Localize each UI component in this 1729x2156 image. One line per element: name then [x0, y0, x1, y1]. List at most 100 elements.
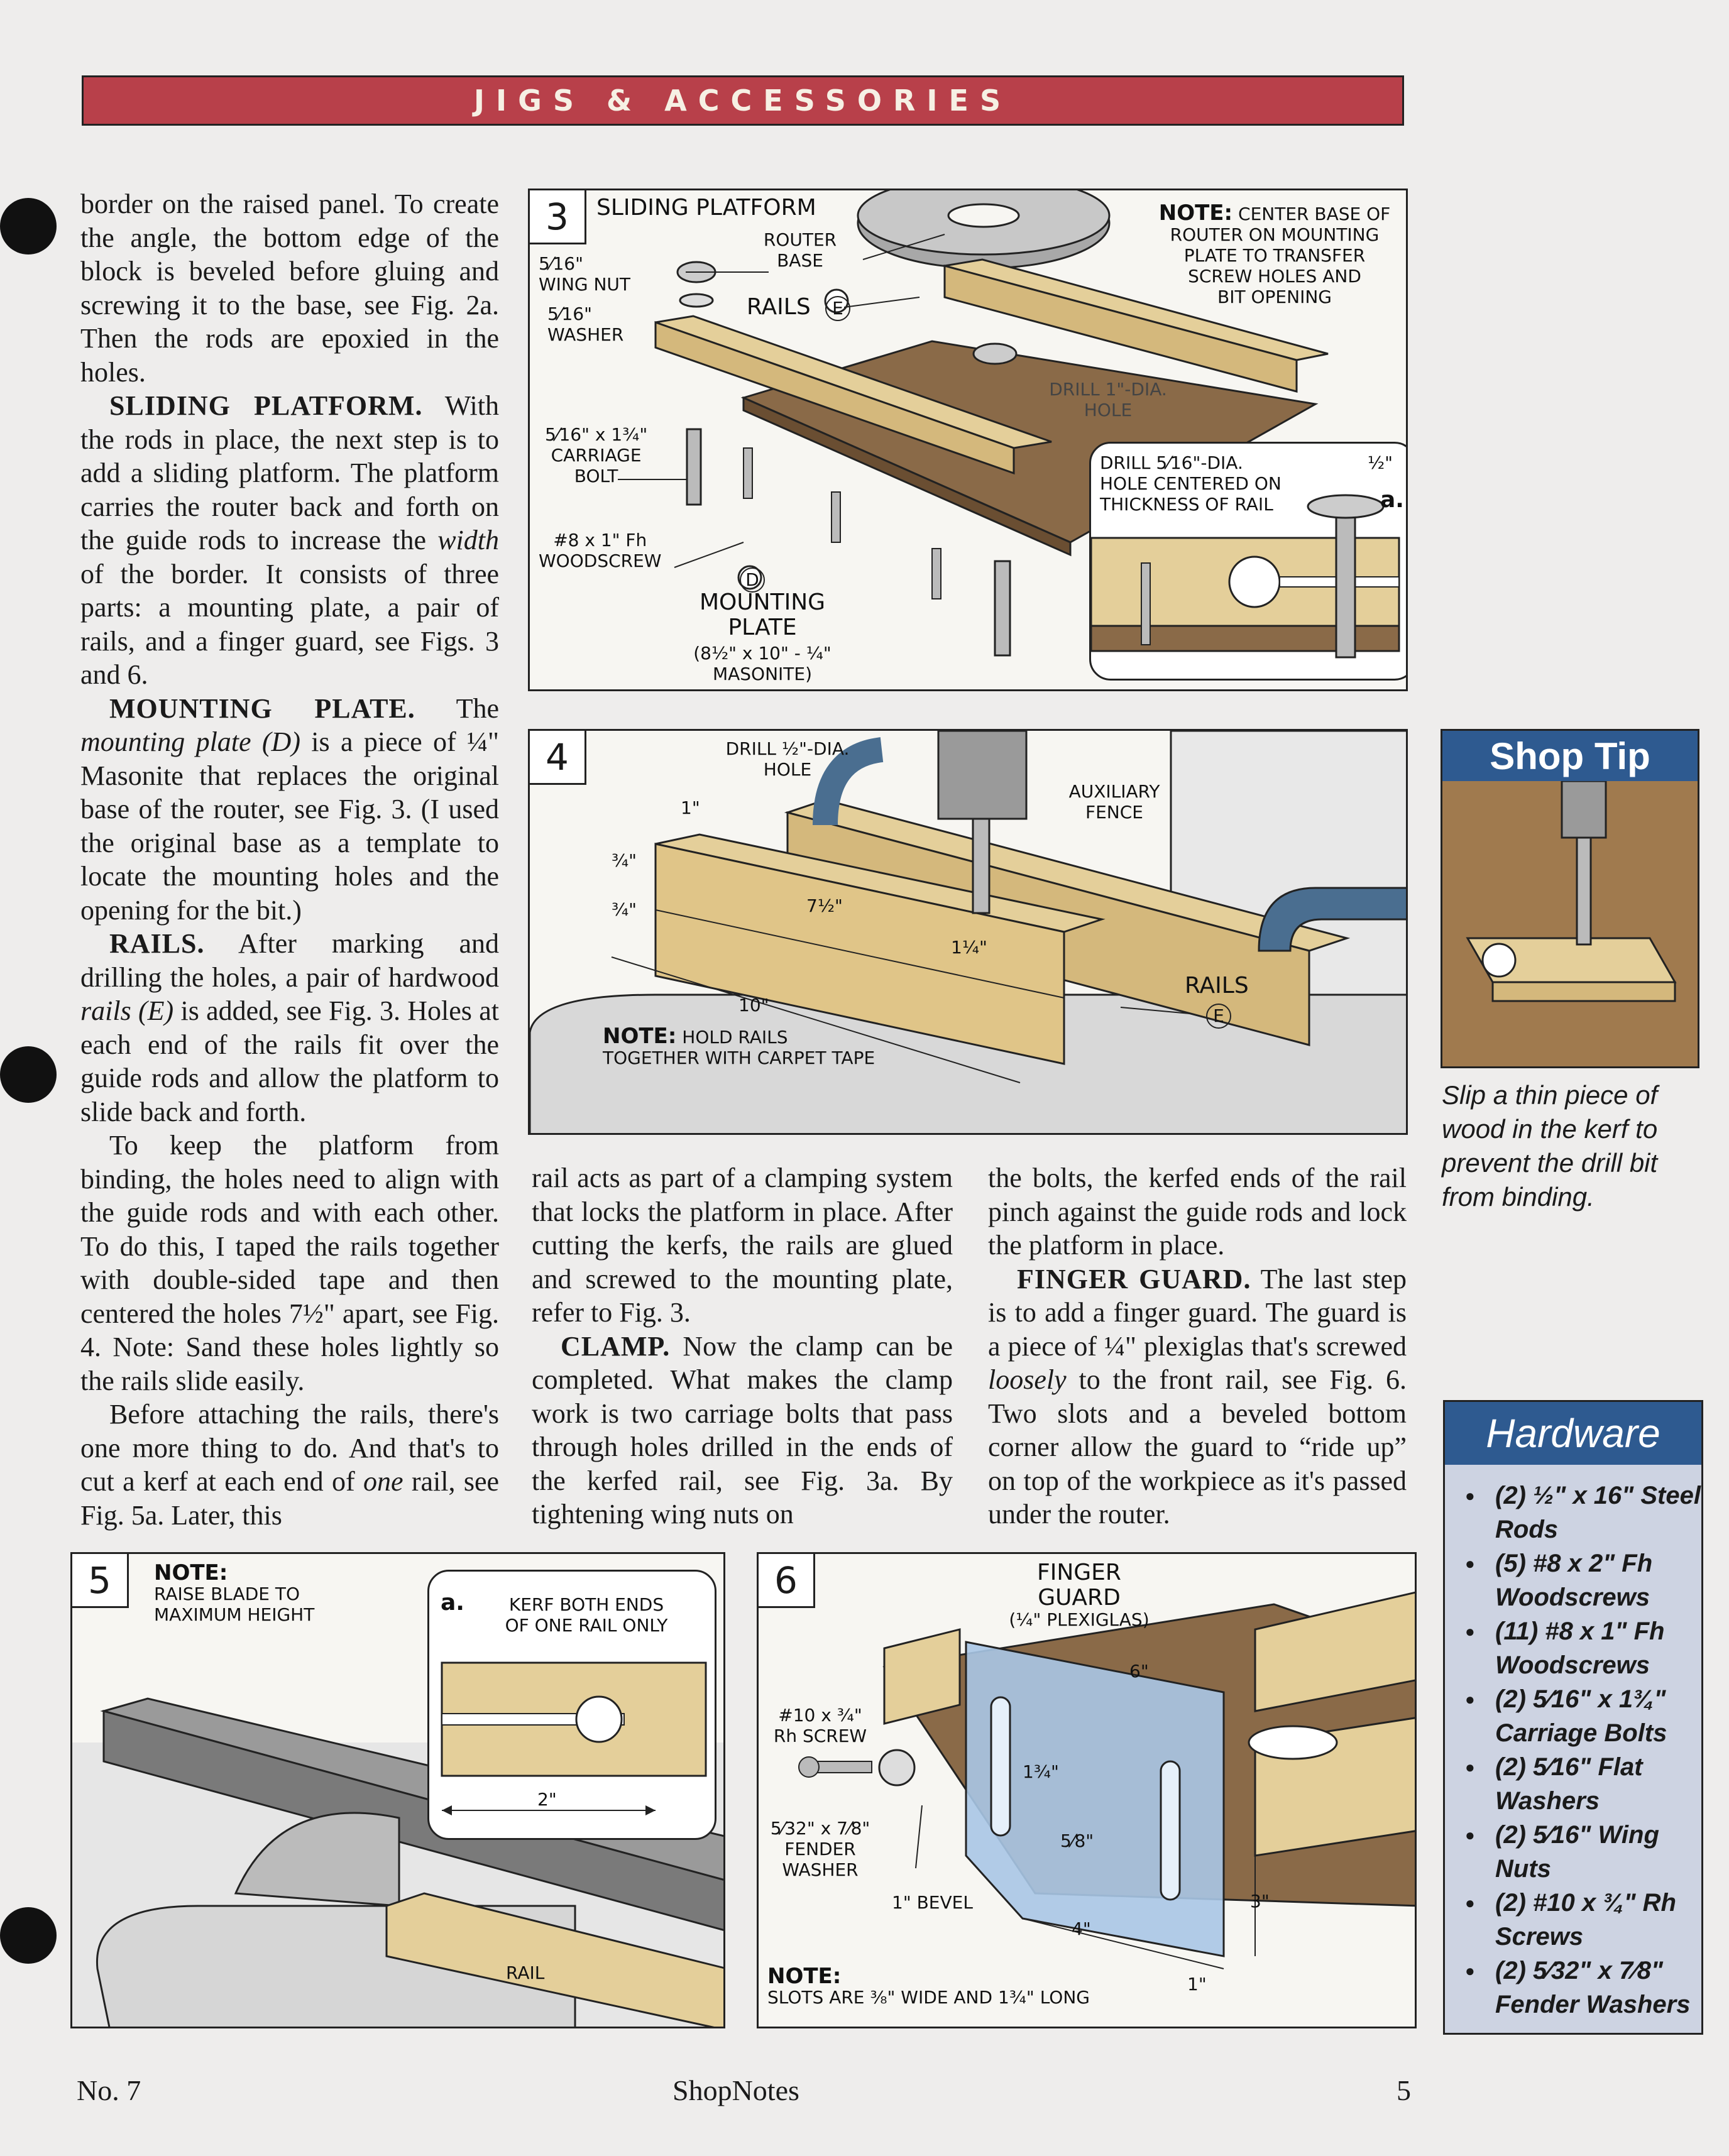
- drill-chuck: [937, 731, 1028, 820]
- plate-part-letter: D: [740, 567, 765, 593]
- hardware-item: (5) #8 x 2" Fh Woodscrews: [1465, 1546, 1701, 1614]
- figure-6-illustration: [798, 1591, 1415, 1969]
- note-head: NOTE:: [603, 1024, 677, 1049]
- dimension-1-1-4in: 1¼": [951, 937, 987, 958]
- drill-bit: [972, 818, 991, 914]
- hardware-item: (2) ½" x 16" Steel Rods: [1465, 1479, 1701, 1546]
- text-run: one: [363, 1466, 403, 1497]
- dimension-1in: 1": [1187, 1974, 1207, 1995]
- woodscrew: [931, 548, 941, 599]
- hardware-item: (2) #10 x ¾" Rh Screws: [1465, 1886, 1701, 1954]
- dimension-4in: 4": [1072, 1918, 1091, 1939]
- section-header-bar: JIGS & ACCESSORIES: [82, 75, 1404, 126]
- subhead: CLAMP.: [561, 1330, 671, 1362]
- text-run: width: [437, 525, 499, 555]
- washer: [679, 293, 714, 308]
- note-label: NOTE: SLOTS ARE ⅜" WIDE AND 1¾" LONG: [767, 1966, 1090, 2008]
- figure-title: SLIDING PLATFORM: [596, 195, 816, 221]
- paragraph: MOUNTING PLATE. The mounting plate (D) i…: [80, 692, 499, 928]
- inset-kerf-label: KERF BOTH ENDS OF ONE RAIL ONLY: [505, 1594, 668, 1636]
- text-column-3: the bolts, the kerfed ends of the rail p…: [988, 1161, 1407, 1531]
- note-text: HOLD RAILS TOGETHER WITH CARPET TAPE: [603, 1027, 875, 1068]
- auxiliary-fence-label: AUXILIARY FENCE: [1068, 781, 1160, 823]
- drill-hole-label: DRILL ½"-DIA. HOLE: [725, 738, 850, 780]
- rail: [385, 1892, 723, 2027]
- text-run: to the front rail, see Fig. 6. Two slots…: [988, 1364, 1407, 1529]
- text-run: mounting plate (D): [80, 726, 300, 757]
- binder-hole: [0, 1907, 57, 1964]
- figure-3a-inset: DRILL 5⁄16"-DIA. HOLE CENTERED ON THICKN…: [1089, 442, 1406, 681]
- plexiglas-label: (¼" PLEXIGLAS): [1009, 1609, 1150, 1630]
- rails-label: RAILS: [1185, 973, 1249, 999]
- dimension-5-8in: 5⁄8": [1060, 1830, 1094, 1851]
- figure-5-kerf: 5 NOTE: RAISE BLADE TO MAXIMUM HEIGHT RA…: [70, 1552, 725, 2028]
- figure-3-sliding-platform: 3 SLIDING PLATFORM ROUTER BASE 5⁄16" W: [528, 189, 1408, 691]
- hardware-item: (2) 5⁄16" Flat Washers: [1465, 1750, 1701, 1818]
- text-run: The last step is to add a finger guard. …: [988, 1263, 1407, 1362]
- note-head: NOTE:: [1158, 200, 1233, 226]
- drill-hole-label: DRILL 1"-DIA. HOLE: [1049, 379, 1167, 420]
- subhead: RAILS.: [109, 928, 205, 959]
- dimension-10in: 10": [738, 995, 769, 1015]
- carriage-bolt: [994, 560, 1011, 657]
- dimension-1in: 1": [681, 797, 700, 818]
- note-head: NOTE:: [154, 1560, 228, 1585]
- inset-dimension: ½": [1368, 452, 1393, 473]
- carriage-bolt: [686, 428, 702, 506]
- text-run: rails (E): [80, 995, 174, 1026]
- hardware-item: (2) 5⁄32" x 7⁄8" Fender Washers: [1465, 1954, 1701, 2022]
- section-title: JIGS & ACCESSORIES: [473, 84, 1013, 118]
- dimension-3in: 3": [1250, 1891, 1270, 1912]
- magazine-name: ShopNotes: [672, 2074, 799, 2106]
- rh-screw-label: #10 x ¾" Rh SCREW: [773, 1705, 867, 1746]
- paragraph: the bolts, the kerfed ends of the rail p…: [988, 1163, 1407, 1261]
- fender-washer: [878, 1749, 916, 1787]
- text-column-2: rail acts as part of a clamping system t…: [532, 1161, 953, 1531]
- shop-tip-box: Shop Tip: [1441, 729, 1699, 1068]
- paragraph: border on the raised panel. To create th…: [80, 189, 499, 388]
- paragraph: FINGER GUARD. The last step is to add a …: [988, 1262, 1407, 1531]
- woodscrew: [831, 491, 841, 543]
- note-label: NOTE: RAISE BLADE TO MAXIMUM HEIGHT: [154, 1560, 314, 1625]
- note-text: CENTER BASE OF ROUTER ON MOUNTING PLATE …: [1170, 204, 1391, 307]
- clamp: [1258, 887, 1406, 952]
- text-run: rail, see Fig. 5a. Later, this: [80, 1466, 500, 1531]
- paragraph: rail acts as part of a clamping system t…: [532, 1163, 953, 1328]
- slot: [990, 1696, 1011, 1837]
- finger-guard: [965, 1641, 1225, 1957]
- slot: [1160, 1760, 1181, 1901]
- plate-size-label: (8½" x 10" - ¼" MASONITE): [693, 643, 832, 684]
- note-text: SLOTS ARE ⅜" WIDE AND 1¾" LONG: [767, 1987, 1090, 2008]
- binder-hole: [0, 1046, 57, 1103]
- subhead: SLIDING PLATFORM.: [109, 390, 423, 421]
- shop-tip-caption: Slip a thin piece of wood in the kerf to…: [1442, 1080, 1658, 1212]
- inset-3a-illustration: [1091, 494, 1400, 659]
- figure-4-drilling: 4 DRILL ½"-DIA. HOLE 1" ¾" ¾" 7½" 1¼" 10…: [528, 729, 1408, 1135]
- hardware-item: (11) #8 x 1" Fh Woodscrews: [1465, 1614, 1701, 1682]
- figure-5a-inset: a. KERF BOTH ENDS OF ONE RAIL ONLY 2": [427, 1570, 716, 1840]
- figure-4-illustration: [530, 731, 1406, 1133]
- note-head: NOTE:: [767, 1964, 842, 1989]
- hardware-title: Hardware: [1445, 1402, 1701, 1465]
- figure-number: 4: [530, 731, 586, 785]
- figure-3-illustration: [618, 190, 1329, 657]
- paragraph: SLIDING PLATFORM. With the rods in place…: [80, 389, 499, 692]
- text-run: of the border. It consists of three part…: [80, 558, 499, 691]
- rail-label: RAIL: [506, 1962, 545, 1983]
- paragraph: RAILS. After marking and drilling the ho…: [80, 927, 499, 1129]
- rails-part-letter: E: [1206, 1004, 1231, 1029]
- dimension-1-3-4in: 1¾": [1023, 1761, 1059, 1782]
- page-number: 5: [1397, 2074, 1411, 2106]
- subhead: MOUNTING PLATE.: [109, 692, 415, 724]
- note-label: NOTE: HOLD RAILS TOGETHER WITH CARPET TA…: [603, 1026, 875, 1068]
- shop-tip-title: Shop Tip: [1442, 731, 1698, 781]
- text-run: With the rods in place, the next step is…: [80, 390, 499, 555]
- carriage-bolt-label: 5⁄16" x 1¾" CARRIAGE BOLT: [545, 424, 648, 486]
- figure-number: 3: [530, 190, 586, 244]
- hardware-item: (2) 5⁄16" x 1¾" Carriage Bolts: [1465, 1682, 1701, 1750]
- dimension-3-4in: ¾": [612, 850, 637, 871]
- rails-label: RAILS: [747, 294, 811, 320]
- rail: [883, 1628, 961, 1725]
- mounting-plate-label: MOUNTING PLATE: [699, 589, 826, 640]
- inset-5a-illustration: [441, 1661, 707, 1815]
